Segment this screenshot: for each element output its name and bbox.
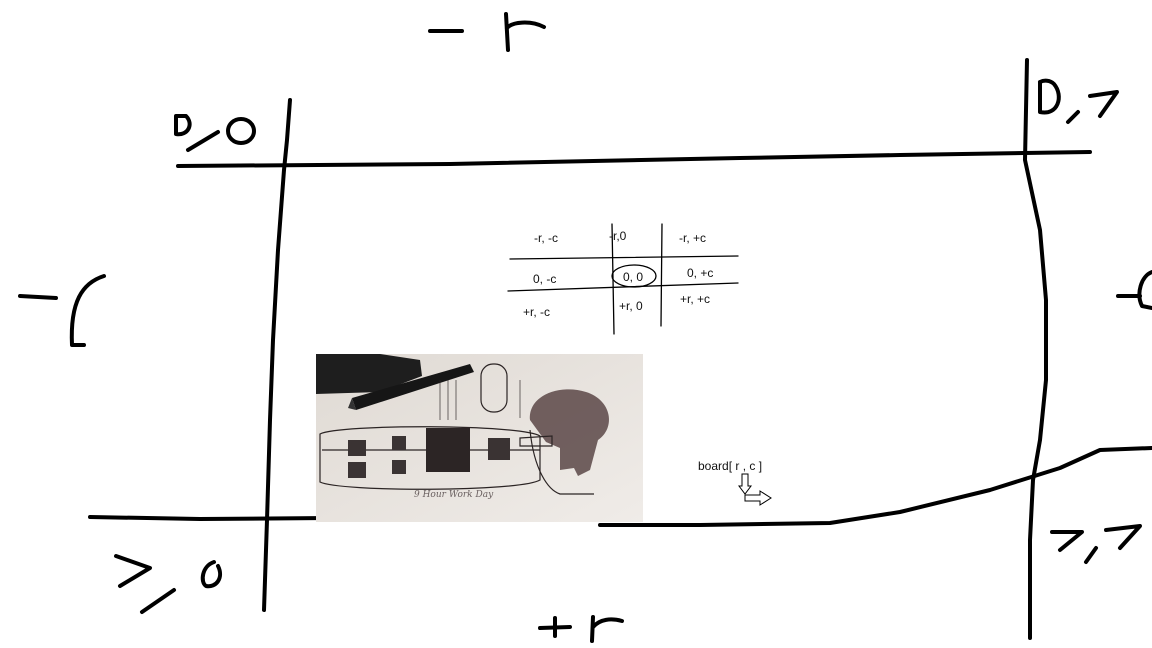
board-bottom-line-right — [598, 446, 1152, 527]
board-top-line — [176, 150, 1092, 168]
axis-label-bottom — [538, 615, 624, 643]
grid-hline-1 — [509, 255, 739, 260]
grid-cell-s: +r, 0 — [619, 299, 643, 313]
neighbor-grid: -r, -c -r,0 -r, +c 0, -c 0, 0 0, +c +r, … — [507, 223, 739, 335]
down-arrow-icon — [738, 473, 752, 495]
axis-label-left — [18, 274, 106, 347]
grid-cell-n: -r,0 — [609, 229, 627, 243]
axis-label-top — [428, 12, 546, 52]
corner-label-bottom-right — [1050, 524, 1142, 564]
axis-label-right — [1116, 270, 1152, 310]
grid-cell-ne: -r, +c — [679, 231, 706, 245]
grid-cell-center: 0, 0 — [623, 270, 643, 284]
board-outline — [88, 58, 1152, 640]
grid-cell-e: 0, +c — [687, 266, 713, 280]
grid-hline-2 — [507, 282, 739, 292]
sketch-photo: 9 Hour Work Day — [316, 354, 643, 522]
board-expression: board[ r , c ] — [698, 459, 772, 506]
photo-caption: 9 Hour Work Day — [414, 490, 494, 500]
center-cell-highlight — [611, 264, 657, 288]
board-bottom-line — [88, 515, 332, 521]
board-expression-text: board[ r , c ] — [698, 459, 762, 473]
board-left-line — [262, 98, 292, 612]
grid-vline-2 — [660, 223, 663, 327]
right-arrow-icon — [744, 490, 772, 506]
grid-cell-sw: +r, -c — [523, 305, 550, 319]
corner-label-bottom-left — [114, 554, 223, 614]
grid-cell-se: +r, +c — [680, 292, 710, 306]
corner-label-top-left — [174, 114, 256, 152]
corner-label-top-right — [1038, 78, 1119, 124]
grid-cell-nw: -r, -c — [534, 231, 558, 245]
grid-cell-w: 0, -c — [533, 272, 556, 286]
board-right-line — [1023, 58, 1048, 640]
